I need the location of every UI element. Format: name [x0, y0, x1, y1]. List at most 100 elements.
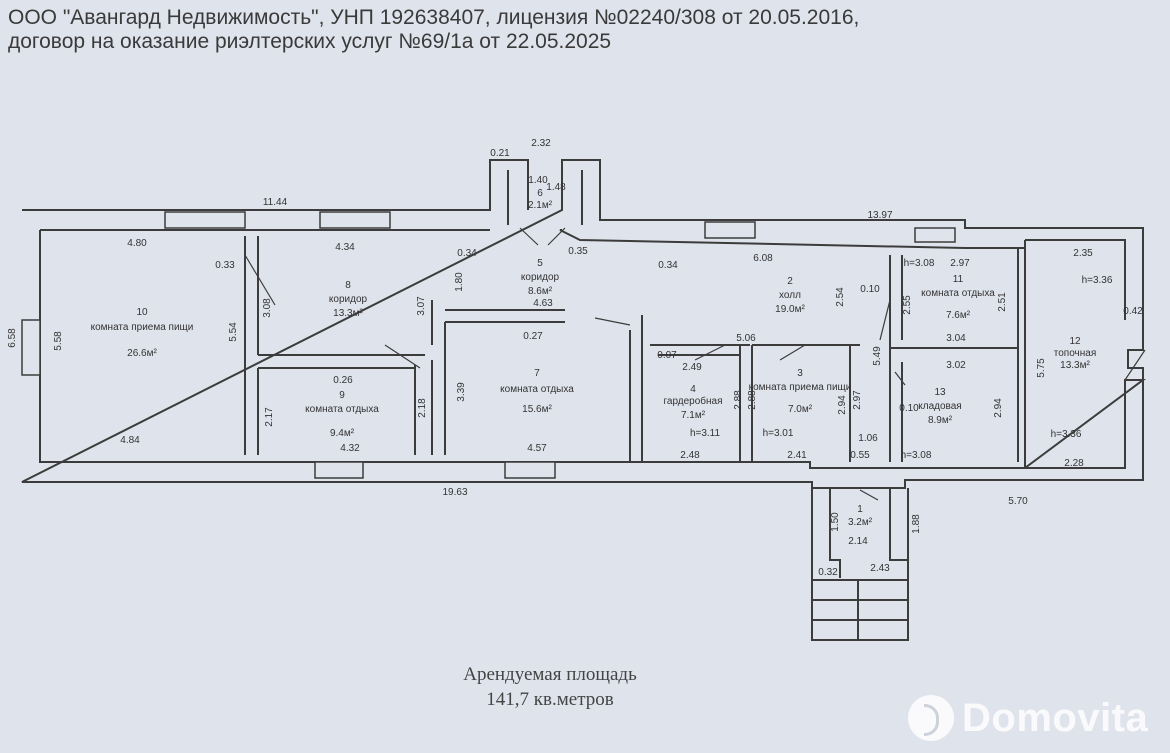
domovita-logo-icon: [908, 695, 954, 741]
room-labels: 10 комната приема пищи 26.6м² 8 коридор …: [91, 188, 1097, 528]
dimension-label: 0.34: [658, 260, 678, 271]
room-5-name: коридор: [521, 272, 560, 283]
dimension-label: 1.48: [546, 182, 566, 193]
dimension-label: 11.44: [263, 197, 288, 208]
room-11-num: 11: [953, 274, 964, 285]
dimension-label: 2.43: [870, 563, 890, 574]
dimension-labels: 11.44 13.97 19.63 5.70 2.32 0.21 1.40 1.…: [7, 138, 1143, 578]
dimension-label: 3.08: [262, 298, 273, 318]
dimension-label: 5.49: [872, 346, 883, 366]
dimension-label: 2.51: [997, 292, 1008, 312]
room-12-num: 12: [1069, 336, 1081, 347]
area-caption-title: Арендуемая площадь: [463, 664, 637, 685]
room-5-num: 5: [537, 258, 543, 269]
room-12-area: 13.3м²: [1060, 360, 1090, 371]
header-line-2: договор на оказание риэлтерских услуг №6…: [8, 30, 612, 53]
dimension-label: 0.07: [657, 350, 677, 361]
dimension-label: h=3.36: [1051, 429, 1082, 440]
room-13-name: кладовая: [918, 401, 961, 412]
dimension-label: 2.28: [1064, 458, 1084, 469]
room-11-name: комната отдыха: [921, 288, 995, 299]
dimension-label: 0.42: [1123, 306, 1143, 317]
dimension-label: 2.88: [747, 390, 758, 410]
dimension-label: 6.08: [753, 253, 773, 264]
room-6-num: 6: [537, 188, 543, 199]
room-2-area: 19.0м²: [775, 304, 805, 315]
room-13-area: 8.9м²: [928, 415, 953, 426]
room-5-area: 8.6м²: [528, 286, 553, 297]
dimension-label: 2.32: [531, 138, 551, 149]
walls: [21, 159, 1147, 641]
area-caption: Арендуемая площадь 141,7 кв.метров: [360, 662, 740, 712]
dimension-label: 2.94: [837, 395, 848, 415]
room-7-num: 7: [534, 368, 540, 379]
dimension-label: 2.41: [787, 450, 807, 461]
room-3-name: комната приема пищи: [749, 382, 852, 393]
dimension-label: 2.18: [417, 398, 428, 418]
windows: [21, 211, 956, 479]
room-13-num: 13: [934, 387, 946, 398]
room-12-name: топочная: [1054, 348, 1097, 359]
room-8-area: 13.3м²: [333, 308, 363, 319]
room-4-num: 4: [690, 384, 696, 395]
dimension-label: 4.84: [120, 435, 140, 446]
dimension-label: 1.06: [858, 433, 878, 444]
dimension-label: 0.21: [490, 148, 510, 159]
dimension-label: h=3.36: [1082, 275, 1113, 286]
dimension-label: h=3.11: [690, 428, 721, 439]
room-9-num: 9: [339, 390, 345, 401]
dimension-label: 5.54: [228, 322, 239, 342]
room-8-name: коридор: [329, 294, 368, 305]
room-7-area: 15.6м²: [522, 404, 552, 415]
dimension-label: 2.97: [852, 390, 863, 410]
dimension-label: 0.55: [850, 450, 870, 461]
room-4-name: гардеробная: [663, 395, 722, 407]
dimension-label: 4.32: [340, 443, 360, 454]
doors: [244, 227, 1146, 501]
dimension-label: 0.27: [523, 331, 543, 342]
dimension-label: h=3.08: [901, 450, 932, 461]
dimension-label: 2.48: [680, 450, 700, 461]
dimension-label: 5.06: [736, 333, 756, 344]
room-4-area: 7.1м²: [681, 410, 706, 421]
dimension-label: 4.34: [335, 242, 355, 253]
dimension-label: 1.80: [454, 272, 465, 292]
watermark: Domovita: [908, 690, 1148, 746]
dimension-label: 0.34: [457, 248, 477, 259]
dimension-label: 0.35: [568, 246, 588, 257]
room-3-area: 7.0м²: [788, 404, 813, 415]
room-1-area: 3.2м²: [848, 517, 873, 528]
dimension-label: 3.39: [456, 382, 467, 402]
dimension-label: 3.02: [946, 360, 966, 371]
dimension-label: h=3.08: [904, 258, 935, 269]
dimension-label: 4.80: [127, 238, 147, 249]
room-10-name: комната приема пищи: [91, 322, 194, 333]
room-2-name: холл: [779, 290, 801, 301]
dimension-label: 0.10: [899, 403, 919, 414]
dimension-label: 0.32: [818, 567, 838, 578]
room-11-area: 7.6м²: [946, 310, 971, 321]
header-line-1: ООО "Авангард Недвижимость", УНП 1926384…: [8, 6, 860, 29]
room-7-name: комната отдыха: [500, 384, 574, 395]
dimension-label: 2.17: [264, 407, 275, 427]
dimension-label: 2.49: [682, 362, 702, 373]
dimension-label: 2.88: [733, 390, 744, 410]
dimension-label: 5.58: [53, 331, 64, 351]
room-8-num: 8: [345, 280, 351, 291]
dimension-label: 0.33: [215, 260, 235, 271]
dimension-label: 5.70: [1008, 496, 1028, 507]
dimension-label: 6.58: [7, 328, 18, 348]
dimension-label: 1.40: [528, 175, 548, 186]
dimension-label: 4.63: [533, 298, 553, 309]
room-6-area: 2.1м²: [528, 200, 553, 211]
room-10-area: 26.6м²: [127, 348, 157, 359]
header-text: ООО "Авангард Недвижимость", УНП 1926384…: [8, 6, 1158, 54]
dimension-label: 1.88: [911, 514, 922, 534]
room-2-num: 2: [787, 276, 793, 287]
dimension-label: 4.57: [527, 443, 547, 454]
dimension-label: 13.97: [867, 210, 892, 221]
dimension-label: h=3.01: [763, 428, 794, 439]
dimension-label: 5.75: [1036, 358, 1047, 378]
dimension-label: 0.26: [333, 375, 353, 386]
